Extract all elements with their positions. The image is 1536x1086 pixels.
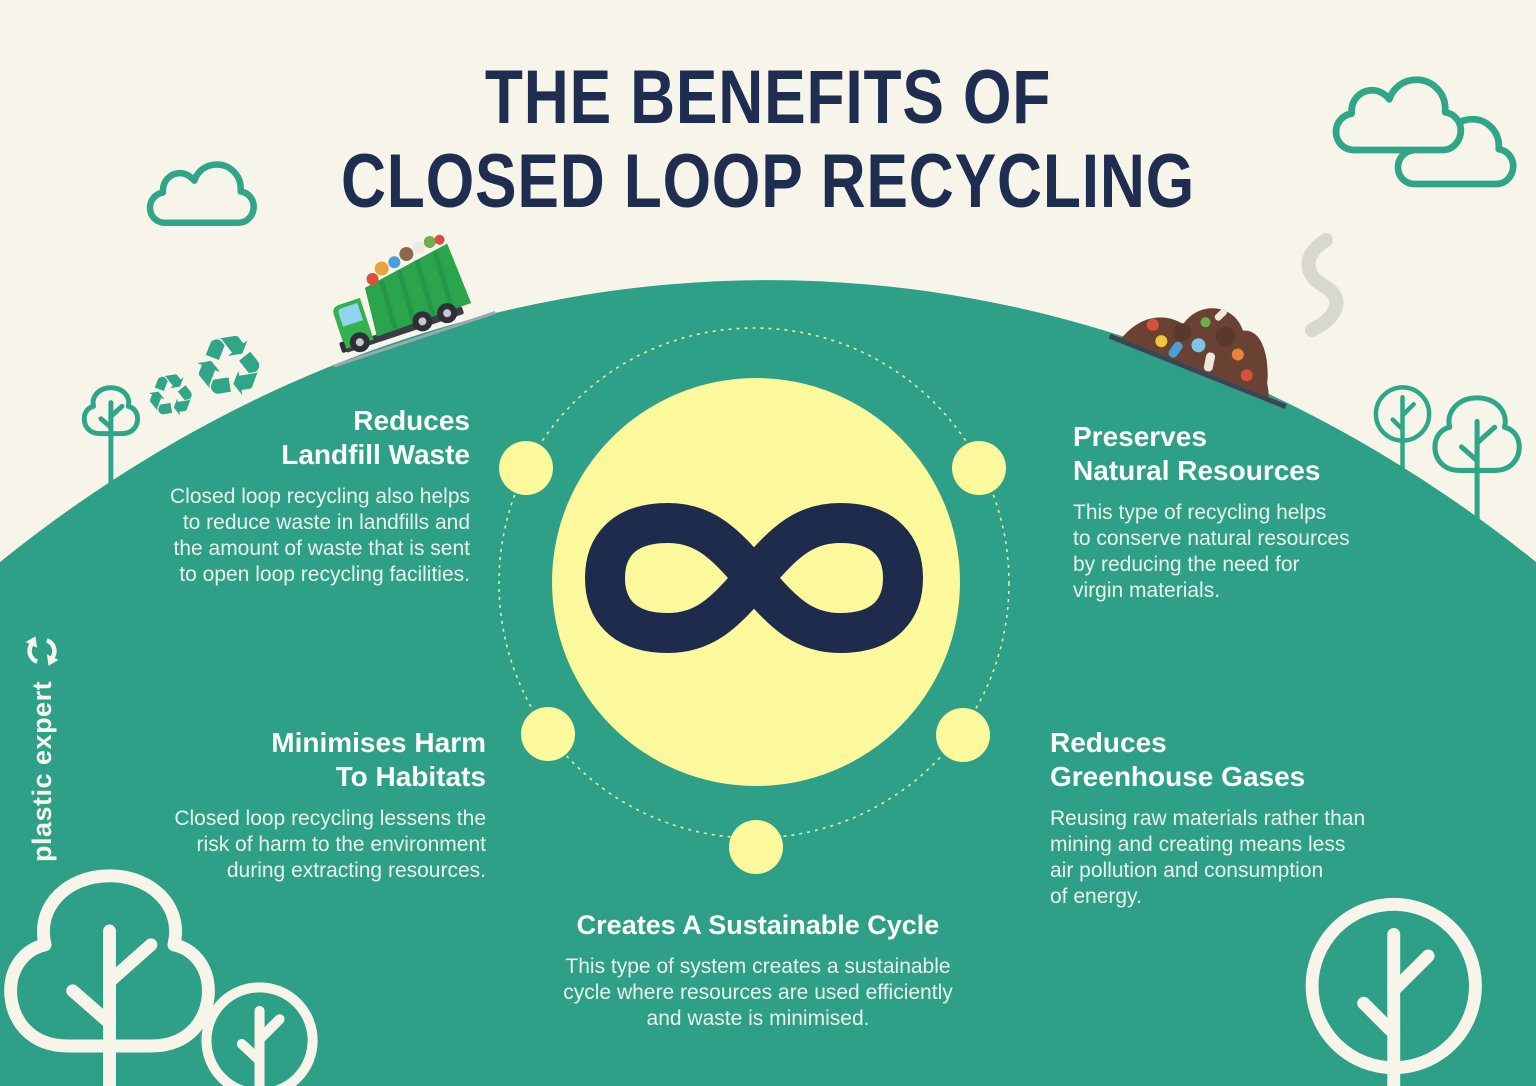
recycle-icon: ♻ — [140, 359, 202, 434]
cloud-icon — [146, 161, 257, 227]
benefit-heading: Preserves Natural Resources — [1073, 421, 1321, 486]
smoke-icon — [1301, 233, 1344, 337]
poster-title-line1: THE BENEFITS OF — [484, 55, 1052, 140]
orbit-dots — [499, 441, 1006, 874]
benefit-creates-a-sustainable-cycle: Creates A Sustainable Cycle This type of… — [518, 908, 998, 1032]
small-tree-left-icon — [81, 385, 141, 489]
benefit-heading: Creates A Sustainable Cycle — [576, 910, 940, 940]
benefit-heading: Reduces Greenhouse Gases — [1050, 727, 1306, 792]
cloud-icon — [1332, 76, 1465, 154]
big-tree-icon — [4, 869, 215, 1086]
benefit-reduces-landfill-waste: Reduces Landfill Waste Closed loop recyc… — [118, 404, 470, 588]
poster-title-line2: CLOSED LOOP RECYCLING — [340, 139, 1196, 224]
garbage-truck-icon — [333, 234, 496, 368]
benefit-body: This type of recycling helps to conserve… — [1073, 501, 1350, 602]
benefit-reduces-greenhouse-gases: Reduces Greenhouse Gases Reusing raw mat… — [1050, 726, 1440, 910]
benefit-preserves-natural-resources: Preserves Natural Resources This type of… — [1073, 420, 1413, 604]
circle-tree-icon — [201, 982, 318, 1086]
benefit-body: Closed loop recycling also helps to redu… — [170, 485, 470, 586]
circle-tree-icon — [1305, 897, 1482, 1086]
benefit-body: Closed loop recycling lessens the risk o… — [174, 807, 486, 882]
infinity-icon — [585, 503, 923, 653]
truck-trash-load — [366, 234, 445, 285]
truck-wheels — [349, 303, 458, 353]
plastic-expert-logo: plastic expert — [20, 552, 64, 862]
circular-arrows-icon — [25, 636, 59, 666]
benefit-body: Reusing raw materials rather than mining… — [1050, 807, 1366, 908]
benefit-body: This type of system creates a sustainabl… — [563, 955, 953, 1030]
benefit-heading: Minimises Harm To Habitats — [271, 727, 486, 792]
benefit-minimises-harm-to-habitats: Minimises Harm To Habitats Closed loop r… — [118, 726, 486, 884]
plastic-expert-logo-text: plastic expert — [26, 680, 57, 862]
rubbish-pile-icon — [1108, 308, 1287, 409]
benefit-heading: Reduces Landfill Waste — [281, 405, 470, 470]
